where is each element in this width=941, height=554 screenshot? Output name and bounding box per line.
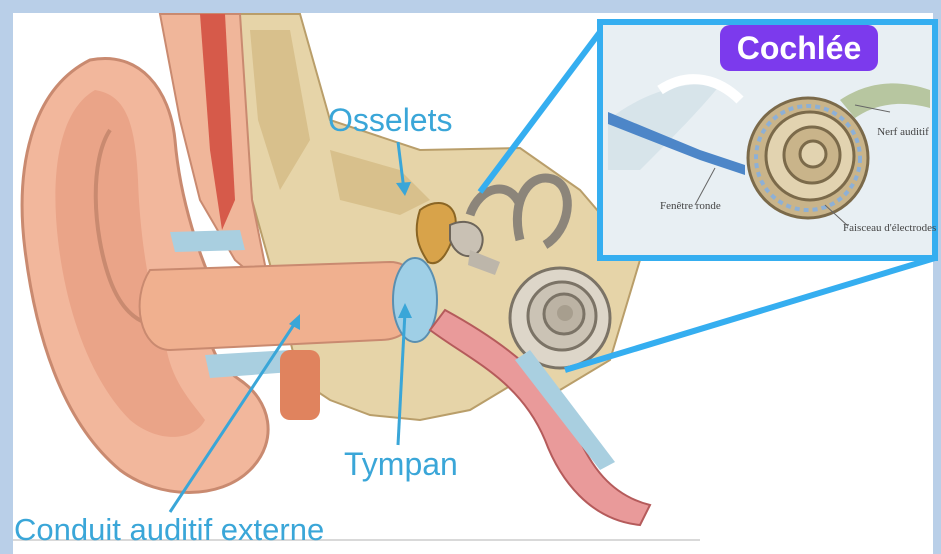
label-faisceau-electrodes: Faisceau d'électrodes bbox=[843, 222, 936, 234]
gland bbox=[280, 350, 320, 420]
label-osselets: Osselets bbox=[328, 102, 452, 139]
label-fenetre-ronde: Fenêtre ronde bbox=[660, 200, 721, 212]
cartilage-upper bbox=[170, 230, 245, 252]
inset-cochlea-apex bbox=[800, 141, 826, 167]
label-nerf-auditif: Nerf auditif bbox=[873, 126, 933, 138]
cochlea-apex bbox=[557, 305, 573, 321]
label-conduit-auditif-externe: Conduit auditif externe bbox=[14, 512, 324, 548]
cochlee-badge: Cochlée bbox=[720, 25, 878, 71]
label-tympan: Tympan bbox=[344, 446, 458, 483]
ear-canal bbox=[140, 262, 419, 350]
